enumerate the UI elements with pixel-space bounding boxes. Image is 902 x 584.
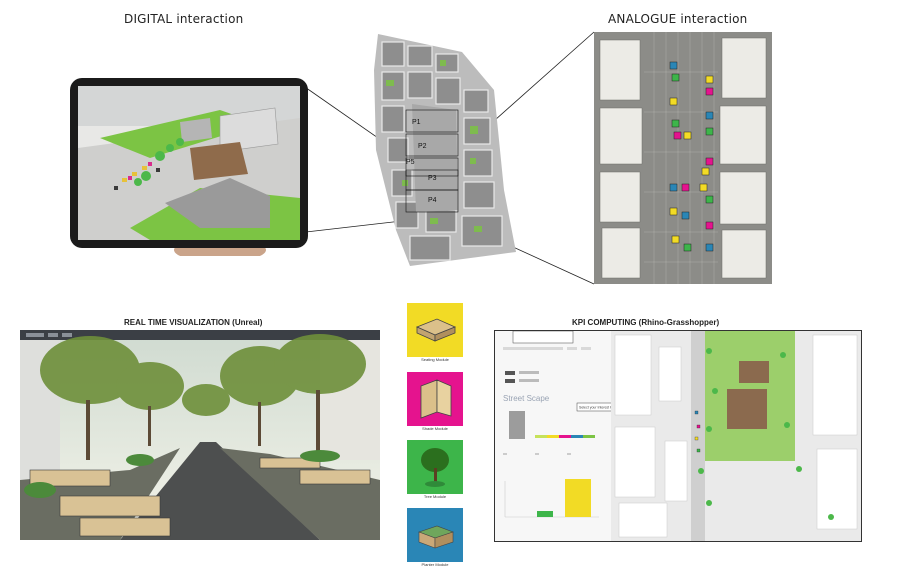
shade-module-swatch <box>407 372 463 426</box>
kpi-computing-panel: Street Scape Select your Interest Points <box>494 330 862 542</box>
module-card-seating: Seating Module <box>407 303 463 362</box>
seating-module-caption: Seating Module <box>421 357 449 362</box>
tree-module-caption: Tree Module <box>423 494 447 499</box>
planter-module-swatch <box>407 508 463 562</box>
bench-icon <box>415 318 457 342</box>
module-card-tree: Tree Module <box>407 440 463 499</box>
shade-icon <box>420 379 452 419</box>
unreal-render <box>20 330 380 540</box>
module-card-planter: Planter Module <box>407 508 463 567</box>
kpi-computing-heading: KPI COMPUTING (Rhino-Grasshopper) <box>572 318 720 327</box>
kpi-section-title: Street Scape <box>503 394 550 403</box>
analogue-interaction-heading: ANALOGUE interaction <box>608 12 748 26</box>
map-label-p2: P2 <box>418 143 427 150</box>
seating-module-swatch <box>407 303 463 357</box>
tablet-digital-model <box>70 78 310 256</box>
digital-interaction-heading: DIGITAL interaction <box>124 12 244 26</box>
tree-module-swatch <box>407 440 463 494</box>
shade-module-caption: Shade Module <box>422 426 448 431</box>
planter-icon <box>418 525 454 549</box>
map-label-p5: P5 <box>406 159 415 166</box>
tree-icon <box>421 448 449 487</box>
analogue-table-photo <box>594 32 772 284</box>
map-label-p4: P4 <box>428 197 437 204</box>
module-card-shade: Shade Module <box>407 372 463 431</box>
realtime-visualization-heading: REAL TIME VISUALIZATION (Unreal) <box>124 318 263 327</box>
kpi-callout-note: Select your Interest Points <box>579 406 620 410</box>
neighbourhood-map: P1 P2 P3 P4 P5 <box>366 30 526 270</box>
map-label-p1: P1 <box>412 119 421 126</box>
map-label-p3: P3 <box>428 175 437 182</box>
planter-module-caption: Planter Module <box>421 562 449 567</box>
